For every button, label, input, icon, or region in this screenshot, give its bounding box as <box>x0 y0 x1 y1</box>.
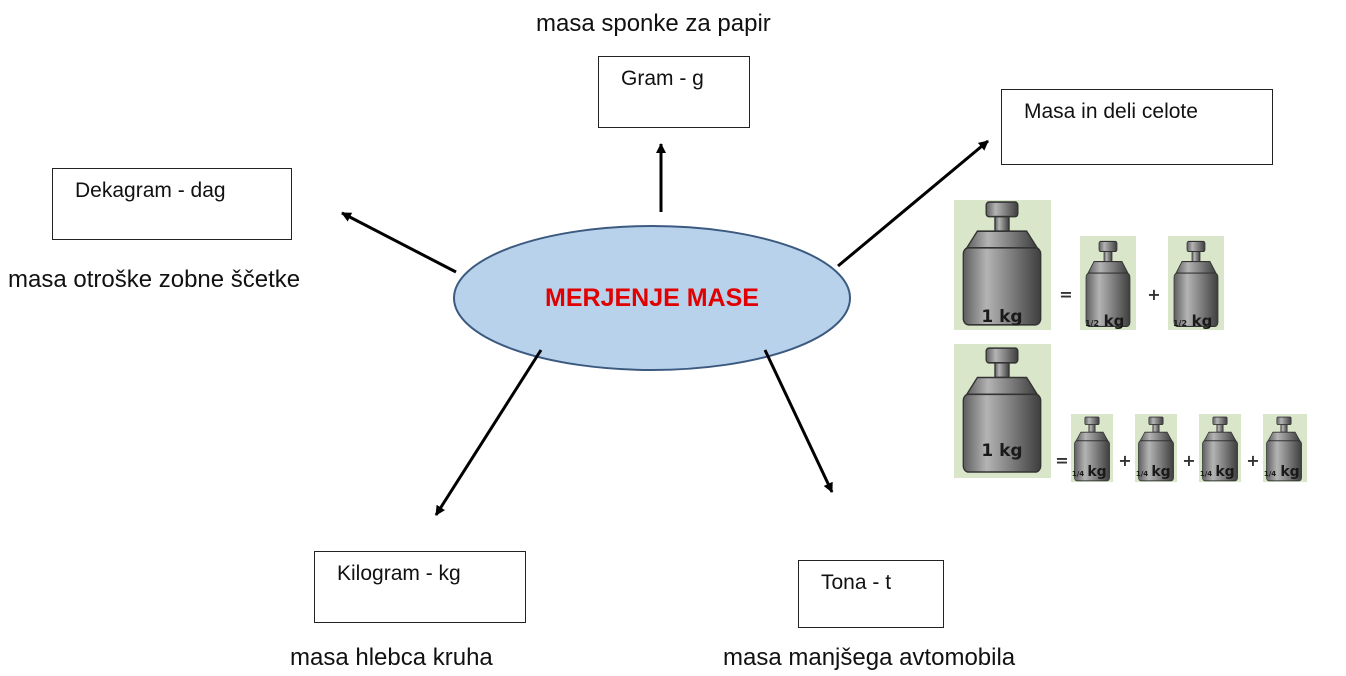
kg-unit: kg <box>1087 464 1106 480</box>
unit-box-parts: Masa in deli celote <box>1001 89 1273 165</box>
fraction-half: 1/2 <box>1173 319 1187 328</box>
unit-box-kilogram: Kilogram - kg <box>314 551 526 623</box>
center-ellipse <box>453 225 851 371</box>
arrow-to-kilogram <box>434 349 543 516</box>
example-kilogram: masa hlebca kruha <box>290 644 493 671</box>
kg-unit: kg <box>1280 464 1299 480</box>
kg-unit: kg <box>1104 312 1125 330</box>
plus-sign: + <box>1147 285 1160 304</box>
kg-unit: kg <box>1192 312 1213 330</box>
kg-unit: kg <box>1151 464 1170 480</box>
unit-label-parts: Masa in deli celote <box>1024 100 1198 123</box>
fraction-quarter: 1/4 <box>1200 470 1212 478</box>
weight-label-1kg: 1 kg <box>981 441 1022 461</box>
unit-box-tona: Tona - t <box>798 560 944 628</box>
unit-label-gram: Gram - g <box>621 67 704 90</box>
arrow-to-tona <box>763 349 834 493</box>
arrow-to-parts <box>837 139 989 268</box>
fraction-quarter: 1/4 <box>1072 470 1084 478</box>
unit-label-tona: Tona - t <box>821 571 892 594</box>
equals-sign: = <box>1059 285 1072 304</box>
fraction-quarter: 1/4 <box>1264 470 1276 478</box>
equals-sign: = <box>1055 451 1068 470</box>
example-tona: masa manjšega avtomobila <box>723 644 1016 671</box>
example-dekagram: masa otroške zobne ščetke <box>8 266 301 293</box>
plus-sign: + <box>1118 451 1131 470</box>
fraction-quarter: 1/4 <box>1136 470 1148 478</box>
diagram-title: MERJENJE MASE <box>545 283 759 312</box>
unit-label-dekagram: Dekagram - dag <box>75 179 226 202</box>
weight-label-1kg: 1 kg <box>981 307 1022 327</box>
plus-sign: + <box>1182 451 1195 470</box>
kg-unit: kg <box>1215 464 1234 480</box>
unit-box-dekagram: Dekagram - dag <box>52 168 292 240</box>
unit-box-gram: Gram - g <box>598 56 750 128</box>
arrow-to-dekagram <box>341 211 457 274</box>
example-gram: masa sponke za papir <box>536 10 771 37</box>
unit-label-kilogram: Kilogram - kg <box>337 562 461 585</box>
plus-sign: + <box>1246 451 1259 470</box>
fraction-half: 1/2 <box>1085 319 1099 328</box>
